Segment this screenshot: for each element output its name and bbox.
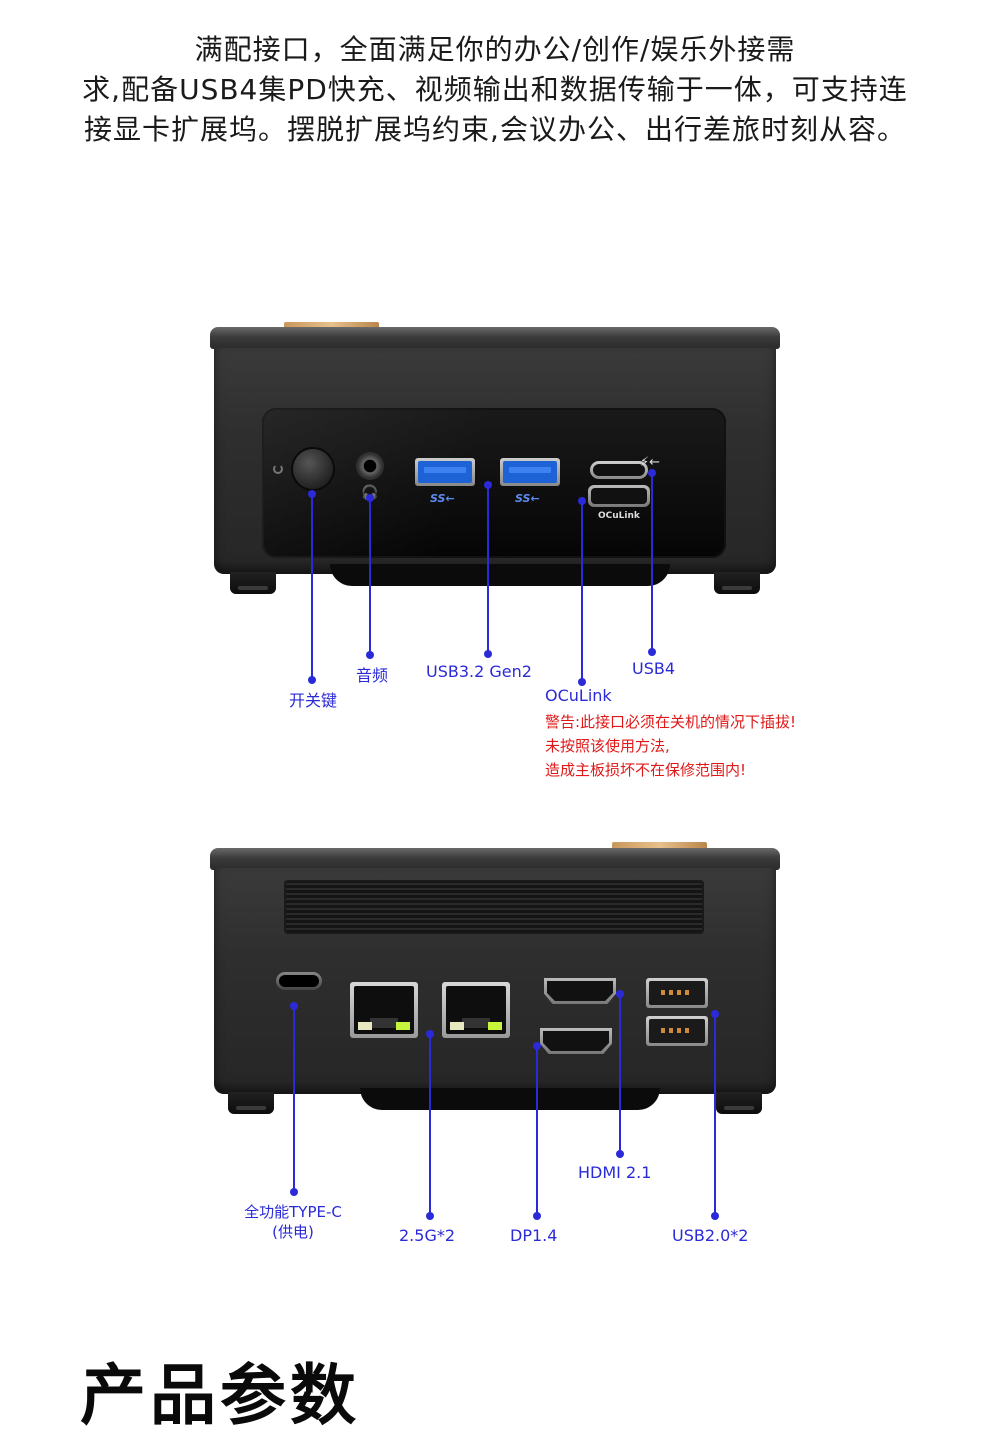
hdmi-port	[544, 978, 616, 1004]
superspeed-icon: SS←	[515, 492, 540, 505]
usb3-port-1	[415, 458, 475, 486]
device-lid	[210, 848, 780, 870]
label-usb4: USB4	[632, 659, 676, 678]
air-vent	[284, 880, 704, 934]
device-foot-left	[230, 572, 276, 594]
label-lan: 2.5G*2	[399, 1226, 456, 1245]
callout-dot-typec-end	[290, 1188, 298, 1196]
callout-dot-oculink-end	[578, 678, 586, 686]
label-dp: DP1.4	[510, 1226, 558, 1245]
intro-line-1: 满配接口，全面满足你的办公/创作/娱乐外接需	[194, 33, 796, 66]
label-typec-line-1: 全功能TYPE-C	[244, 1203, 342, 1221]
device-base	[360, 1088, 660, 1110]
callout-dot-usb4-end	[648, 648, 656, 656]
superspeed-icon: SS←	[430, 492, 455, 505]
callout-line-usb20	[714, 1014, 716, 1216]
label-usb20: USB2.0*2	[672, 1226, 749, 1245]
audio-jack	[356, 452, 384, 480]
oculink-warning: 警告:此接口必须在关机的情况下插拔! 未按照该使用方法, 造成主板损坏不在保修范…	[545, 710, 796, 782]
intro-text: 满配接口，全面满足你的办公/创作/娱乐外接需 求,配备USB4集PD快充、视频输…	[0, 30, 990, 150]
callout-dot-hdmi-end	[616, 1150, 624, 1158]
label-hdmi: HDMI 2.1	[578, 1163, 652, 1182]
copper-accent	[284, 322, 379, 330]
typec-power-port	[276, 972, 322, 990]
label-power: 开关键	[289, 691, 338, 710]
power-button-icon	[293, 449, 333, 489]
callout-line-audio	[369, 498, 371, 656]
lan-port-1	[350, 982, 418, 1038]
copper-accent	[612, 842, 707, 850]
warning-line-2: 未按照该使用方法,	[545, 737, 670, 755]
intro-line-3: 接显卡扩展坞。摆脱扩展坞约束,会议办公、出行差旅时刻从容。	[84, 113, 906, 146]
thunderbolt-icon: ⚡←	[640, 455, 661, 470]
label-typec-line-2: (供电)	[272, 1223, 314, 1241]
label-typec: 全功能TYPE-C (供电)	[230, 1202, 356, 1242]
headphone-icon: 🎧	[361, 485, 379, 501]
front-port-panel	[262, 408, 726, 558]
callout-line-dp	[536, 1046, 538, 1216]
device-foot-left	[228, 1092, 274, 1114]
section-title-specs: 产品参数	[80, 1357, 360, 1434]
dp-port	[540, 1028, 612, 1054]
front-device-image: 🎧 SS← SS← ⚡← OCuLink	[210, 322, 780, 602]
warning-line-3: 造成主板损坏不在保修范围内!	[545, 761, 747, 779]
oculink-port	[588, 485, 650, 507]
intro-line-2: 求,配备USB4集PD快充、视频输出和数据传输于一体，可支持连	[82, 73, 908, 106]
device-foot-right	[716, 1092, 762, 1114]
oculink-port-label: OCuLink	[598, 511, 640, 521]
label-audio: 音频	[356, 666, 389, 685]
label-usb32: USB3.2 Gen2	[426, 662, 532, 681]
label-oculink: OCuLink	[545, 686, 612, 705]
lan-port-2	[442, 982, 510, 1038]
callout-dot-usb20-end	[711, 1212, 719, 1220]
back-device-image	[210, 840, 780, 1120]
callout-dot-usb32-end	[484, 650, 492, 658]
callout-dot-lan-end	[426, 1212, 434, 1220]
callout-line-usb4	[651, 473, 653, 651]
callout-line-hdmi	[619, 994, 621, 1154]
device-foot-right	[714, 572, 760, 594]
usb4-port	[590, 461, 648, 479]
callout-line-typec	[293, 1006, 295, 1192]
power-led	[273, 464, 283, 474]
callout-dot-dp-end	[533, 1212, 541, 1220]
callout-line-lan	[429, 1034, 431, 1216]
callout-line-usb32	[487, 485, 489, 653]
callout-dot-power-end	[308, 676, 316, 684]
usb3-port-2	[500, 458, 560, 486]
callout-dot-audio-end	[366, 651, 374, 659]
callout-line-power	[311, 494, 313, 680]
device-base	[330, 564, 670, 586]
warning-line-1: 警告:此接口必须在关机的情况下插拔!	[545, 713, 797, 731]
device-lid	[210, 327, 780, 349]
usb2-port-1	[646, 978, 708, 1008]
usb2-port-2	[646, 1016, 708, 1046]
callout-line-oculink	[581, 501, 583, 681]
